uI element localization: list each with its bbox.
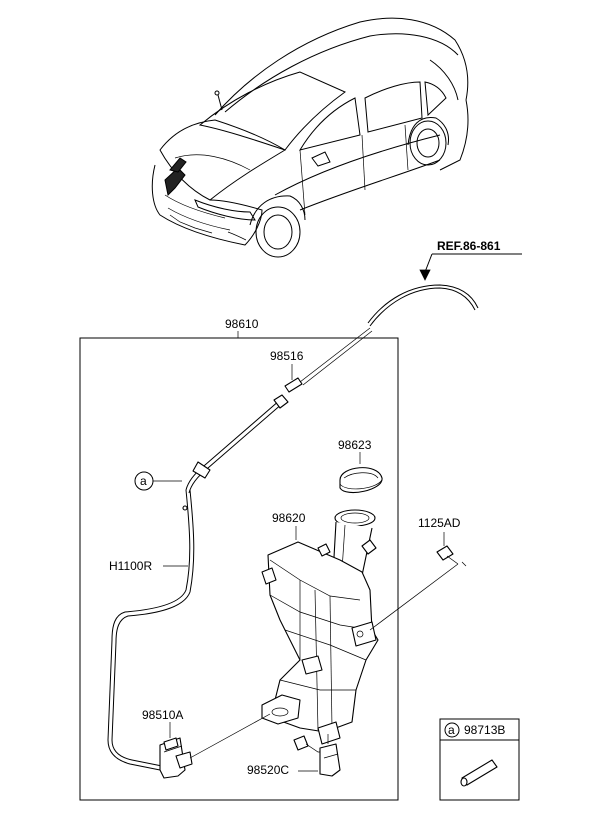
inset-part-number[interactable]: 98713B bbox=[464, 723, 505, 737]
ref-callout: REF.86-861 bbox=[419, 239, 522, 281]
connector-part: 98516 bbox=[270, 327, 373, 393]
label-hose[interactable]: H1100R bbox=[109, 559, 152, 573]
rear-pump-part: 98520C bbox=[247, 734, 341, 777]
inset-callout-letter: a bbox=[448, 723, 455, 737]
label-connector[interactable]: 98516 bbox=[270, 349, 304, 363]
front-pump-part: 98510A bbox=[142, 708, 271, 779]
inset-box: a 98713B bbox=[439, 718, 520, 801]
cap-part: 98623 bbox=[338, 438, 383, 493]
callout-a-letter: a bbox=[140, 474, 147, 488]
label-assembly[interactable]: 98610 bbox=[225, 317, 259, 331]
label-bolt[interactable]: 1125AD bbox=[418, 516, 461, 530]
reservoir-part: 98620 bbox=[261, 509, 379, 745]
label-cap[interactable]: 98623 bbox=[338, 438, 372, 452]
bolt-part: 1125AD bbox=[369, 516, 467, 631]
label-reservoir[interactable]: 98620 bbox=[272, 511, 306, 525]
car-illustration bbox=[151, 17, 469, 258]
assembly-box bbox=[79, 337, 399, 801]
callout-a: a bbox=[134, 471, 182, 491]
external-hose bbox=[367, 284, 479, 327]
label-pump-rear[interactable]: 98520C bbox=[247, 763, 289, 777]
hose-line bbox=[107, 394, 289, 771]
ref-label[interactable]: REF.86-861 bbox=[437, 239, 501, 253]
label-pump-front[interactable]: 98510A bbox=[142, 708, 183, 722]
